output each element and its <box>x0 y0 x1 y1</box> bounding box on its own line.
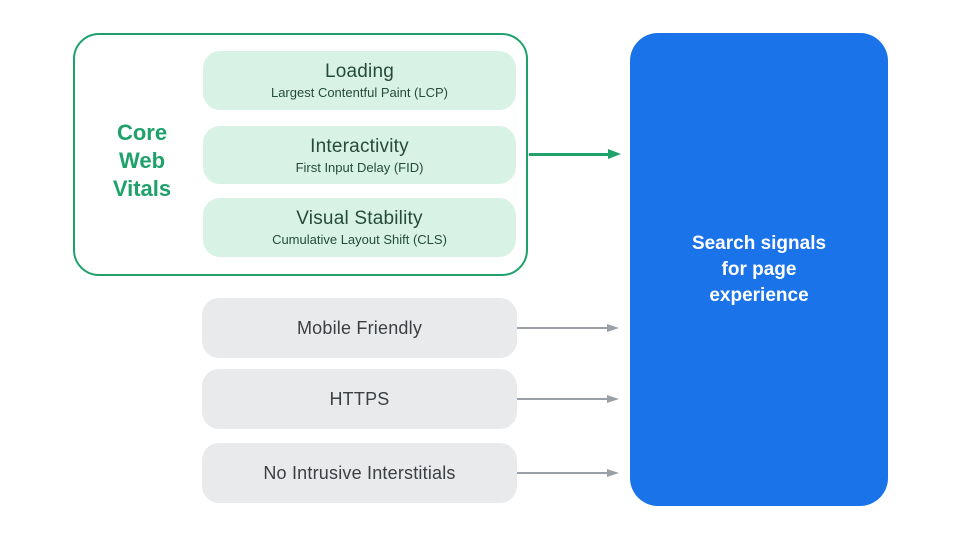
search-signals-box: Search signals for page experience <box>630 33 888 506</box>
mobile-friendly-label: Mobile Friendly <box>296 317 423 338</box>
no-intrusive-interstitials-label: No Intrusive Interstitials <box>263 462 456 483</box>
mobile-friendly-pill: Mobile Friendly <box>202 298 517 358</box>
https-label: HTTPS <box>329 388 390 409</box>
arrow-head-icon <box>608 149 621 159</box>
https-pill: HTTPS <box>202 369 517 429</box>
arrow-line <box>529 153 609 156</box>
visual-stability-subtitle: Cumulative Layout Shift (CLS) <box>272 232 447 247</box>
arrow-line <box>517 398 608 400</box>
interactivity-subtitle: First Input Delay (FID) <box>295 159 424 175</box>
core-web-vitals-label: Core Web Vitals <box>112 120 172 201</box>
arrow-line <box>517 472 608 474</box>
visual-stability-title: Visual Stability <box>296 208 423 229</box>
loading-pill: Loading Largest Contentful Paint (LCP) <box>203 51 516 110</box>
arrow-head-icon <box>607 394 619 403</box>
loading-subtitle: Largest Contentful Paint (LCP) <box>270 85 449 100</box>
arrow-head-icon <box>607 323 619 332</box>
arrow-head-icon <box>607 468 619 477</box>
interactivity-title: Interactivity <box>310 135 409 157</box>
loading-title: Loading <box>324 61 395 82</box>
arrow-line <box>517 327 608 329</box>
visual-stability-pill: Visual Stability Cumulative Layout Shift… <box>203 198 516 257</box>
interactivity-pill: Interactivity First Input Delay (FID) <box>203 126 516 184</box>
no-intrusive-interstitials-pill: No Intrusive Interstitials <box>202 443 517 503</box>
core-web-vitals-group <box>73 33 528 276</box>
search-signals-label: Search signals for page experience <box>691 232 827 306</box>
